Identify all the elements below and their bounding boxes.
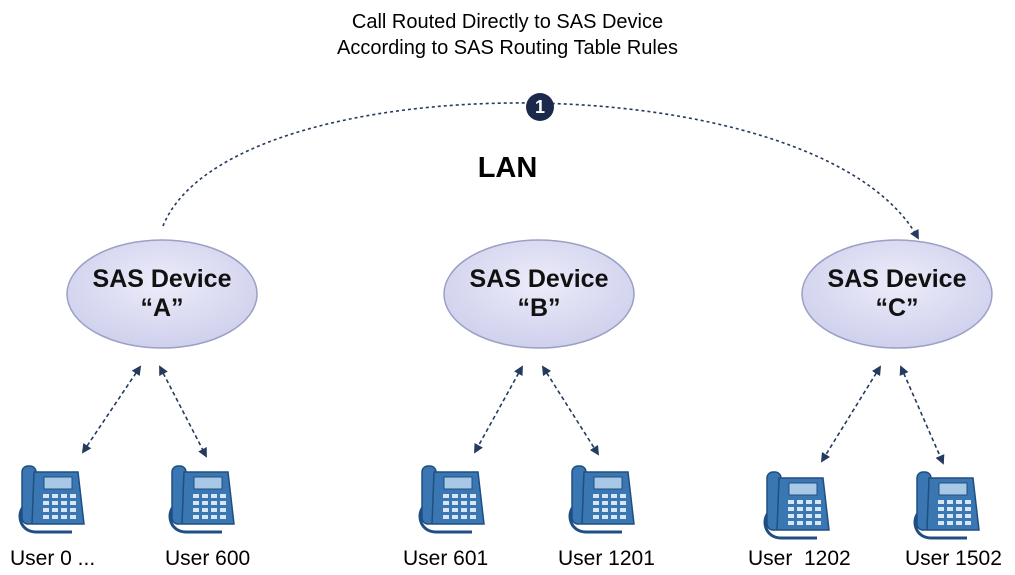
device-c-ellipse [801, 239, 993, 349]
device-b-label: SAS Device “B” [459, 265, 619, 323]
device-a-id: “A” [140, 294, 184, 322]
user-label: User 601 [403, 547, 489, 570]
caption-line-2: According to SAS Routing Table Rules [337, 37, 678, 59]
device-b-ellipse [443, 239, 635, 349]
phone-icon [418, 464, 486, 534]
phone-icon [168, 464, 236, 534]
connector-a-left [81, 365, 142, 454]
connector-a-right [159, 365, 207, 458]
step-badge [526, 93, 554, 121]
connector-c-right [899, 365, 945, 465]
connector-b-left [474, 365, 523, 454]
network-label: LAN [477, 152, 538, 184]
connector-c-left [820, 365, 882, 463]
phone-icon [568, 464, 636, 534]
user-label: User 1502 [905, 547, 1002, 570]
step-number: 1 [534, 97, 545, 117]
device-a-ellipse [66, 239, 258, 349]
user-label: User 1201 [558, 547, 655, 570]
user-label: User 1202 [748, 547, 851, 570]
caption-line-1: Call Routed Directly to SAS Device [351, 11, 664, 33]
device-c-name: SAS Device [827, 265, 967, 293]
user-label: User 0 ... [10, 547, 96, 570]
phone-icon [913, 470, 981, 540]
device-c-label: SAS Device “C” [817, 265, 977, 323]
phone-icon [763, 470, 831, 540]
device-b-id: “B” [517, 294, 561, 322]
phone-icon [18, 464, 86, 534]
device-a-name: SAS Device [92, 265, 232, 293]
device-a-label: SAS Device “A” [82, 265, 242, 323]
connector-b-right [541, 365, 600, 456]
user-label: User 600 [165, 547, 251, 570]
device-b-name: SAS Device [469, 265, 609, 293]
device-c-id: “C” [875, 294, 919, 322]
